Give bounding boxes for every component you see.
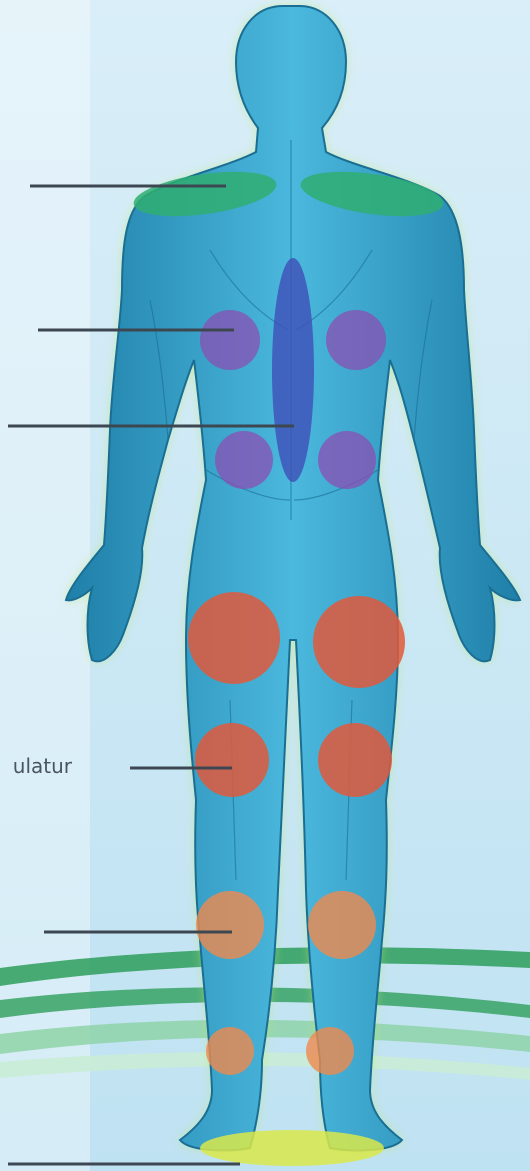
zone-lower-back-0 xyxy=(215,431,273,489)
zone-buttocks-1 xyxy=(313,596,405,688)
zone-ankle-0 xyxy=(206,1027,254,1075)
zone-lower-back-1 xyxy=(318,431,376,489)
zone-calf-1 xyxy=(308,891,376,959)
zone-feet-0 xyxy=(200,1130,384,1166)
zone-ankle-1 xyxy=(306,1027,354,1075)
label-thigh: ulatur xyxy=(13,754,72,778)
zone-calf-0 xyxy=(196,891,264,959)
zone-buttocks-0 xyxy=(188,592,280,684)
zone-thigh-0 xyxy=(195,723,269,797)
zone-spine-0 xyxy=(272,258,314,482)
zone-thigh-1 xyxy=(318,723,392,797)
zone-upper-back-0 xyxy=(200,310,260,370)
zone-upper-back-1 xyxy=(326,310,386,370)
